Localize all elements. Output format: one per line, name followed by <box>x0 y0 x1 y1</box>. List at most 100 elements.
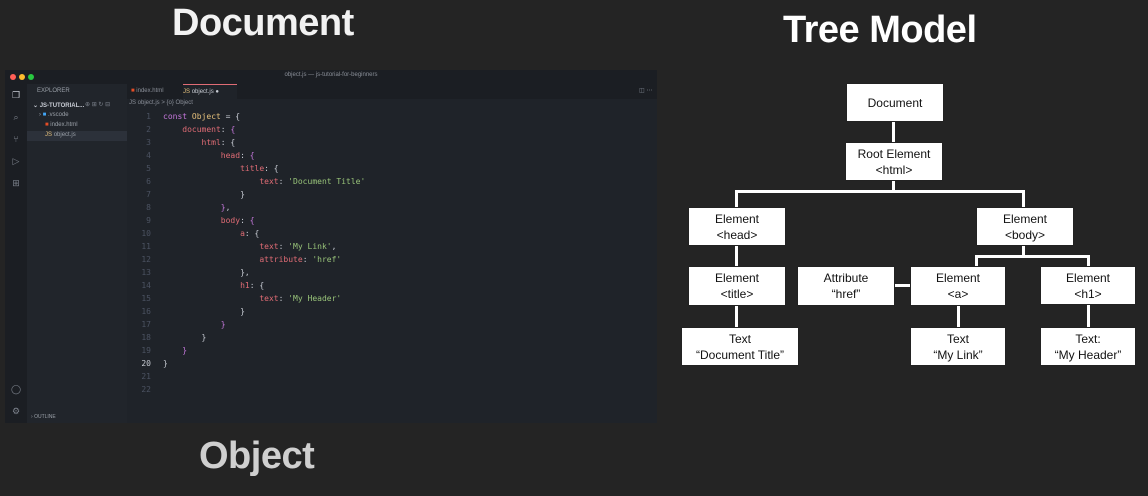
js-file-icon: JS <box>45 132 53 138</box>
node-element-head: Element <head> <box>688 207 786 246</box>
node-element-title: Element <title> <box>688 266 786 306</box>
code-line: }, <box>163 268 250 277</box>
connector-line <box>892 180 895 192</box>
code-line: body: { <box>220 216 255 225</box>
search-icon[interactable]: ⌕ <box>13 112 19 122</box>
code-line: }, <box>220 203 231 212</box>
node-label: Element <box>714 271 760 285</box>
line-number: 9 <box>146 216 151 225</box>
line-number: 2 <box>146 125 151 134</box>
breadcrumb: JS object.js > {o} Object <box>129 100 193 106</box>
document-heading: Document <box>172 2 354 44</box>
close-window-button[interactable] <box>10 74 16 80</box>
account-icon[interactable]: ◯ <box>11 384 22 394</box>
connector-line <box>1022 246 1025 257</box>
activity-bar: ❐ ⌕ ⑂ ▷ ⊞ ◯ ⚙ <box>5 84 27 423</box>
code-area[interactable]: 1 2 3 4 5 6 7 8 9 10 11 12 13 14 15 16 1… <box>127 110 657 410</box>
connector-line <box>1087 255 1090 267</box>
outline-label: OUTLINE <box>34 414 56 420</box>
node-label: Element <box>1002 211 1048 226</box>
files-icon[interactable]: ❐ <box>11 90 21 100</box>
file-name: .vscode <box>47 112 69 118</box>
node-label: Text: <box>1075 331 1101 346</box>
node-text-document-title: Text “Document Title” <box>681 327 799 366</box>
node-label: Element <box>1065 270 1111 285</box>
code-line: } <box>163 307 245 316</box>
line-number: 5 <box>146 164 151 173</box>
code-line: } <box>220 320 226 329</box>
file-item-object-js[interactable]: JS object.js <box>45 132 76 138</box>
connector-line <box>892 121 895 143</box>
explorer-label: EXPLORER <box>37 88 70 94</box>
connector-line <box>1022 190 1025 208</box>
code-line: head: { <box>220 151 255 160</box>
node-tag: <h1> <box>1074 286 1102 301</box>
extensions-icon[interactable]: ⊞ <box>12 178 20 188</box>
run-debug-icon[interactable]: ▷ <box>12 156 20 166</box>
object-heading: Object <box>199 435 315 477</box>
line-number: 7 <box>146 190 151 199</box>
window-title: object.js — js-tutorial-for-beginners <box>284 72 378 78</box>
node-tag: <head> <box>716 227 758 242</box>
project-folder[interactable]: ⌄ JS-TUTORIAL... <box>33 103 85 109</box>
node-label: Text <box>946 331 969 346</box>
code-line: text: 'My Header' <box>259 294 342 303</box>
code-line: } <box>163 190 245 199</box>
tab-object-js[interactable]: JS object.js ● <box>183 84 237 100</box>
tab-index-html[interactable]: ■ index.html <box>131 84 181 99</box>
file-item-index-html[interactable]: ■ index.html <box>45 122 78 128</box>
connector-line <box>735 190 738 208</box>
code-line: } <box>163 333 207 342</box>
maximize-window-button[interactable] <box>28 74 34 80</box>
node-element-a: Element <a> <box>910 266 1006 306</box>
line-number: 16 <box>141 307 151 316</box>
node-tag: <body> <box>1004 227 1046 242</box>
explorer-actions-icon[interactable]: ⊕ ⊞ ↻ ⊟ <box>85 102 111 108</box>
node-tag: <title> <box>720 287 754 301</box>
line-number: 11 <box>141 242 151 251</box>
line-number: 10 <box>141 229 151 238</box>
line-number: 12 <box>141 255 151 264</box>
node-document: Document <box>846 83 944 122</box>
connector-line <box>735 190 1025 193</box>
outline-panel[interactable]: › OUTLINE <box>31 414 56 420</box>
connector-line <box>1087 304 1090 327</box>
code-line: html: { <box>201 138 236 147</box>
line-number: 14 <box>141 281 151 290</box>
file-item-object-js-selected[interactable] <box>27 131 127 141</box>
code-line: const Object = { <box>163 112 241 121</box>
tree-model-heading: Tree Model <box>783 9 977 51</box>
folder-icon: ■ <box>42 112 47 118</box>
split-editor-icon[interactable]: ◫ ⋯ <box>639 88 653 94</box>
connector-line <box>893 284 911 287</box>
node-label: Element <box>935 271 981 285</box>
editor-tabs: ■ index.html JS object.js ● ◫ ⋯ <box>127 84 657 100</box>
file-item-vscode[interactable]: › ■ .vscode <box>39 112 69 118</box>
line-number: 19 <box>141 346 151 355</box>
code-editor-window: object.js — js-tutorial-for-beginners ❐ … <box>5 70 657 423</box>
connector-line <box>975 255 978 267</box>
node-text-my-link: Text “My Link” <box>910 327 1006 366</box>
code-line: title: { <box>240 164 279 173</box>
line-number: 8 <box>146 203 151 212</box>
file-name: object.js <box>53 132 76 138</box>
node-label: Element <box>714 211 760 226</box>
minimize-window-button[interactable] <box>19 74 25 80</box>
code-line: attribute: 'href' <box>259 255 342 264</box>
code-line: h1: { <box>240 281 265 290</box>
node-value: “My Header” <box>1054 347 1122 362</box>
explorer-sidebar: EXPLORER ⌄ JS-TUTORIAL... ⊕ ⊞ ↻ ⊟ › ■ .v… <box>27 84 127 423</box>
tab-label: index.html <box>136 88 164 94</box>
node-tag: “href” <box>831 287 861 301</box>
source-control-icon[interactable]: ⑂ <box>13 134 19 144</box>
connector-line <box>735 305 738 327</box>
file-name: index.html <box>50 122 78 128</box>
connector-line <box>957 305 960 327</box>
line-number: 1 <box>146 112 151 121</box>
line-number: 15 <box>141 294 151 303</box>
node-label: Attribute <box>823 271 869 285</box>
line-number: 18 <box>141 333 151 342</box>
node-value: “Document Title” <box>695 347 785 362</box>
settings-gear-icon[interactable]: ⚙ <box>11 406 21 416</box>
connector-line <box>735 246 738 266</box>
